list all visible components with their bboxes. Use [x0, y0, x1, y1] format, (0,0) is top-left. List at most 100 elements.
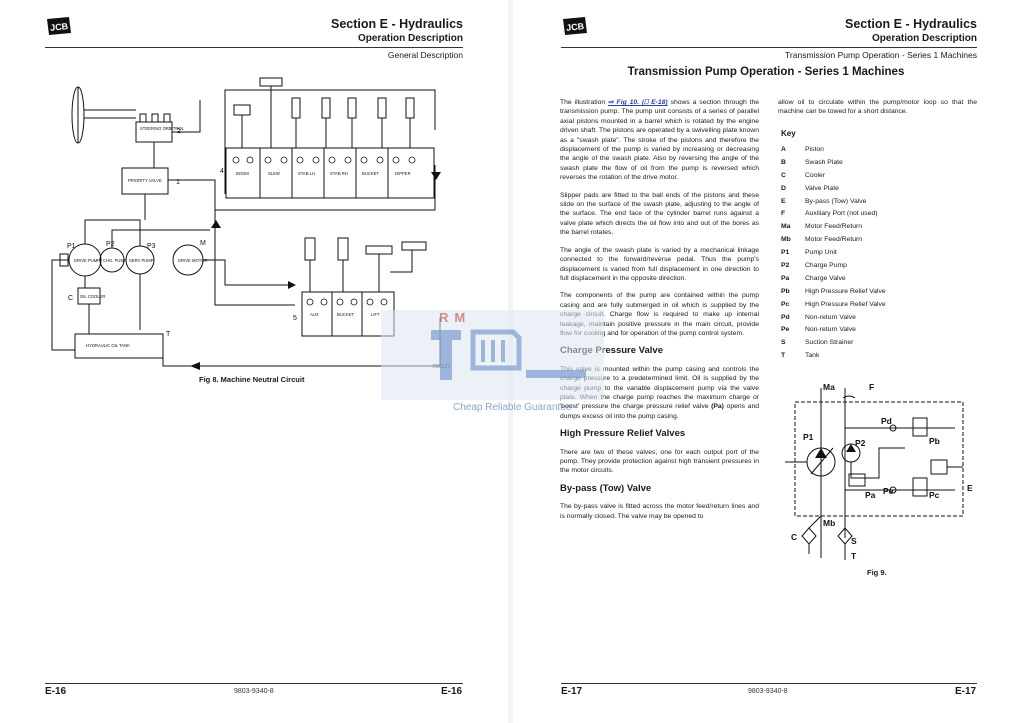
svg-text:JCB: JCB — [566, 21, 585, 33]
heading-high-pressure: High Pressure Relief Valves — [560, 428, 686, 440]
paragraph-charge-valve: This valve is mounted within the pump ca… — [560, 365, 759, 420]
paragraph-relief-valves: There are two of these valves, one for e… — [560, 448, 759, 475]
valve-label-boom: BOOM — [236, 171, 249, 176]
valve-label-dipper: DIPPER — [395, 171, 411, 176]
paragraph-slipper-pads: Slipper pads are fitted to the ball ends… — [560, 191, 759, 237]
footer-page-right: E-16 — [441, 686, 463, 697]
jcb-logo: JCB — [561, 16, 589, 41]
heading-charge-pressure: Charge Pressure Valve — [560, 345, 663, 357]
label-steering: STEERING ORBITROL — [140, 126, 185, 131]
watermark-tagline: Cheap Reliable Guarantee — [453, 402, 572, 413]
paragraph-bypass: The by-pass valve is fitted across the m… — [560, 503, 759, 520]
fig9-label-f: F — [869, 382, 874, 392]
fig9-label-p1: P1 — [803, 432, 814, 442]
section-description: General Description — [387, 50, 463, 60]
fig9-label-s: S — [851, 536, 857, 546]
fig9-label-pa: Pa — [865, 490, 876, 500]
section-subtitle: Operation Description — [871, 33, 977, 44]
fig9-caption: Fig 9. — [867, 568, 887, 577]
label-priority-valve: PRIORITY VALVE — [128, 178, 162, 183]
svg-text:JCB: JCB — [50, 21, 69, 33]
footer-page-left: E-17 — [561, 686, 583, 697]
jcb-logo: JCB — [45, 16, 73, 41]
page-title: Transmission Pump Operation - Series 1 M… — [627, 66, 905, 78]
valve-label-aux: AUX — [310, 312, 319, 317]
label-n1: 1 — [176, 179, 180, 186]
footer-rule — [45, 683, 463, 684]
fig9-label-pe: Pe — [883, 486, 894, 496]
text-column-1: The illustration ⇨ Fig 10. (⎕ E-18) show… — [560, 98, 759, 529]
fig-10-link[interactable]: ⇨ Fig 10. (⎕ E-18) — [608, 99, 668, 106]
paragraph-intro: The illustration ⇨ Fig 10. (⎕ E-18) show… — [560, 99, 760, 182]
footer-page-left: E-16 — [45, 686, 67, 697]
label-c: C — [68, 295, 73, 302]
fig9-label-pc: Pc — [929, 490, 940, 500]
section-subtitle: Operation Description — [357, 33, 463, 44]
valve-label-slew: SLEW — [268, 171, 280, 176]
label-t: T — [166, 331, 171, 338]
label-n2: 2 — [177, 128, 181, 135]
key-title: Key — [781, 129, 796, 138]
fig9-label-c: C — [791, 532, 797, 542]
footer-rule — [561, 683, 977, 684]
fig9-label-pb: Pb — [929, 436, 940, 446]
label-n5: 5 — [293, 315, 297, 322]
label-p1: P1 — [67, 243, 76, 250]
fig9-label-p2: P2 — [855, 438, 866, 448]
label-oil-tank: HYDRAULIC OIL TANK — [86, 343, 130, 348]
figure-caption: Fig 8. Machine Neutral Circuit — [199, 375, 305, 384]
fig9-label-pd: Pd — [881, 416, 892, 426]
transmission-pump-schematic: Ma F P1 P2 Pd Pb Pa Pe Pc E Mb C S T — [785, 382, 973, 561]
text-column-2: allow oil to circulate within the pump/m… — [778, 98, 977, 125]
valve-label-lift: LIFT — [371, 312, 380, 317]
section-title: Section E - Hydraulics — [845, 17, 977, 31]
label-p3: P3 — [147, 243, 156, 250]
footer-code: 9803-9340-8 — [234, 688, 274, 695]
label-n4: 4 — [220, 168, 224, 175]
label-drive-motor: DRIVE MOTOR — [178, 258, 207, 263]
label-chg-pump: CHG. PUMP — [103, 258, 127, 263]
section-title: Section E - Hydraulics — [331, 17, 463, 31]
fig9-label-e: E — [967, 483, 973, 493]
label-m: M — [200, 240, 206, 247]
valve-label-lower-bucket: BUCKET — [337, 312, 354, 317]
label-drive-pump: DRIVE PUMP — [74, 258, 100, 263]
header-rule — [561, 47, 977, 48]
valve-label-stab-lh: STAB LH — [298, 171, 315, 176]
label-oil-cooler: OIL COOLER — [80, 294, 105, 299]
fig9-label-ma: Ma — [823, 382, 835, 392]
footer-page-right: E-17 — [955, 686, 977, 697]
header-rule — [45, 47, 463, 48]
valve-label-stab-rh: STAB RH — [330, 171, 348, 176]
fig9-label-t: T — [851, 551, 857, 561]
valve-label-bucket: BUCKET — [362, 171, 379, 176]
paragraph-swash-angle: The angle of the swash plate is varied b… — [560, 246, 759, 282]
watermark-brand: RM — [439, 310, 472, 325]
heading-bypass: By-pass (Tow) Valve — [560, 482, 652, 494]
paragraph-towing: allow oil to circulate within the pump/m… — [778, 99, 977, 116]
label-serv-pump: SERV PUMP — [129, 258, 154, 263]
footer-code: 9803-9340-8 — [748, 688, 788, 695]
fig9-label-mb: Mb — [823, 518, 835, 528]
section-description: Transmission Pump Operation - Series 1 M… — [785, 50, 977, 60]
label-p2: P2 — [106, 241, 115, 248]
watermark: RM Cheap Reliable Guarantee — [381, 310, 604, 413]
paragraph-components: The components of the pump are contained… — [560, 292, 759, 337]
